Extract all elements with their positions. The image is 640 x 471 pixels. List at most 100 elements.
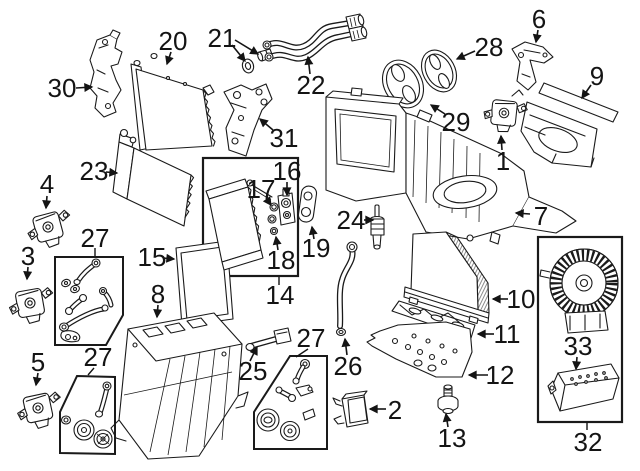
callout-label-6[interactable]: 6 [532, 4, 546, 34]
callout-label-5[interactable]: 5 [31, 347, 45, 377]
callout-arrow-22 [304, 55, 314, 75]
part-29-intake-seal[interactable] [374, 53, 431, 115]
callout-label-8[interactable]: 8 [151, 279, 165, 309]
callout-label-19[interactable]: 19 [302, 233, 331, 263]
part-5-actuator-motor[interactable] [14, 389, 67, 433]
callout-label-13[interactable]: 13 [438, 423, 467, 453]
kit-box-27-lower-left [59, 374, 116, 456]
callout-arrow-19 [308, 225, 318, 240]
callout-arrow-21 [231, 44, 246, 63]
callout-label-27[interactable]: 27 [81, 223, 110, 253]
kit-box-14-evaporator [201, 156, 300, 278]
callout-label-24[interactable]: 24 [337, 205, 366, 235]
callout-label-27[interactable]: 27 [297, 323, 326, 353]
callout-arrow-33 [572, 356, 582, 371]
part-17-o-rings[interactable] [267, 202, 279, 224]
callout-label-1[interactable]: 1 [496, 146, 510, 176]
callout-arrow-31 [258, 118, 274, 131]
part-10-fresh-air-filter[interactable] [403, 231, 490, 325]
callout-arrow-29 [429, 104, 446, 115]
callout-label-21[interactable]: 21 [208, 23, 237, 53]
kit-box-27-upper-left [54, 256, 124, 346]
part-23-heater-core[interactable] [112, 128, 195, 227]
callout-arrow-3 [23, 266, 33, 281]
part-24-temperature-sensor[interactable] [369, 204, 385, 250]
callout-arrow-23 [105, 167, 119, 177]
part-31-support-bracket[interactable] [223, 83, 273, 157]
part-28-intake-seal[interactable] [415, 44, 464, 98]
callout-label-23[interactable]: 23 [80, 156, 109, 186]
callout-arrow-7 [514, 209, 531, 219]
part-20-evaporator-core[interactable] [130, 46, 216, 151]
group-boxes [54, 156, 624, 456]
part-26-refrigerant-pipe[interactable] [335, 241, 358, 337]
part-19-seal-retainer[interactable] [297, 185, 318, 223]
callout-arrow-6 [532, 29, 542, 44]
callout-arrow-28 [455, 50, 476, 61]
callout-label-4[interactable]: 4 [40, 169, 54, 199]
callout-arrow-20 [165, 51, 174, 66]
part-1-actuator[interactable] [481, 89, 529, 135]
callout-label-14[interactable]: 14 [266, 280, 295, 310]
part-3-actuator-motor[interactable] [6, 285, 58, 327]
callout-label-15[interactable]: 15 [138, 242, 167, 272]
callout-label-9[interactable]: 9 [590, 61, 604, 91]
kit-box-32-blower [536, 235, 624, 424]
part-16-expansion-valve[interactable] [277, 192, 296, 226]
callout-label-17[interactable]: 17 [247, 174, 276, 204]
callout-arrow-4 [42, 195, 52, 210]
callout-label-3[interactable]: 3 [21, 241, 35, 271]
callout-label-16[interactable]: 16 [273, 156, 302, 186]
part-32-blower-motor[interactable] [539, 248, 619, 334]
part-15-cabin-air-filter[interactable] [175, 240, 234, 327]
part-27-linkage-kit-upper[interactable] [58, 258, 114, 343]
callout-label-12[interactable]: 12 [486, 360, 515, 390]
part-9-air-intake-cowl[interactable] [520, 82, 619, 168]
callout-label-28[interactable]: 28 [475, 32, 504, 62]
callout-arrow-25 [249, 345, 258, 362]
callout-arrow-13 [442, 412, 452, 428]
callout-arrow-30 [75, 82, 94, 92]
part-6-mounting-bracket[interactable] [511, 41, 554, 91]
part-18-o-ring[interactable] [269, 226, 279, 236]
callout-leader-27 [295, 348, 309, 358]
callout-label-33[interactable]: 33 [564, 331, 593, 361]
callout-arrow-9 [581, 84, 592, 100]
callout-arrow-8 [153, 304, 163, 319]
callout-arrow-5 [32, 372, 42, 387]
part-13-grommet-stud[interactable] [437, 384, 459, 415]
callout-label-27[interactable]: 27 [84, 342, 113, 372]
part-30-side-bracket[interactable] [89, 29, 123, 118]
callout-label-18[interactable]: 18 [267, 245, 296, 275]
part-8-lower-housing[interactable] [110, 312, 249, 460]
part-12-cover-plate[interactable] [366, 321, 473, 378]
part-2-actuator-bracket[interactable] [332, 390, 369, 428]
callout-arrow-21 [234, 39, 260, 55]
callout-arrow-18 [272, 235, 282, 251]
callout-label-26[interactable]: 26 [334, 351, 363, 381]
part-22-heater-hoses[interactable] [262, 13, 368, 62]
callout-arrow-26 [341, 337, 351, 356]
part-14-evaporator-kit[interactable] [205, 178, 296, 271]
callout-label-10[interactable]: 10 [507, 284, 536, 314]
callout-label-29[interactable]: 29 [442, 107, 471, 137]
part-27-linkage-kit-lower-left[interactable] [60, 381, 113, 449]
callout-label-2[interactable]: 2 [388, 395, 402, 425]
callout-label-25[interactable]: 25 [239, 356, 268, 386]
callout-label-30[interactable]: 30 [48, 73, 77, 103]
part-33-blower-resistor[interactable] [547, 363, 620, 412]
callout-label-32[interactable]: 32 [574, 427, 603, 457]
part-27-linkage-kit-lower-middle[interactable] [256, 358, 316, 442]
callout-label-7[interactable]: 7 [534, 201, 548, 231]
callout-label-11[interactable]: 11 [494, 319, 521, 349]
kit-box-27-lower-middle [253, 355, 328, 450]
callout-label-20[interactable]: 20 [159, 26, 188, 56]
callout-leader-27 [87, 367, 95, 376]
callout-label-31[interactable]: 31 [270, 123, 299, 153]
callout-label-22[interactable]: 22 [297, 70, 326, 100]
callout-arrow-17 [262, 196, 272, 207]
callout-arrow-15 [162, 253, 176, 263]
part-25-link-rod[interactable] [245, 327, 292, 352]
